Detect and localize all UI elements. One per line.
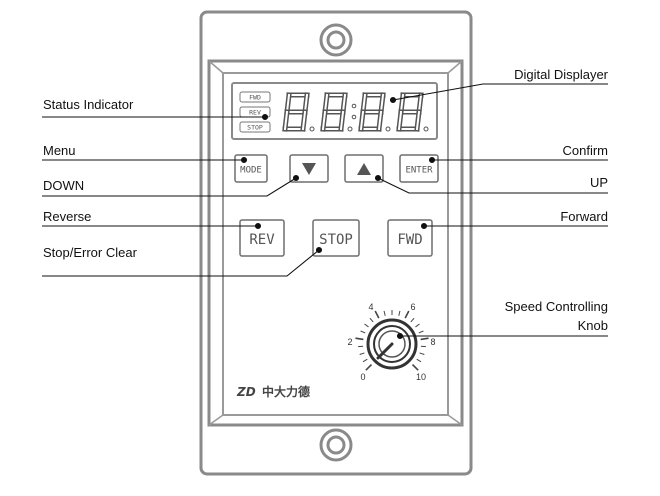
decimal-point: [385, 126, 391, 132]
dial-tick-marks: [355, 310, 429, 371]
down-arrow-icon: [302, 163, 316, 175]
enter-button-label: ENTER: [405, 166, 433, 176]
dial-number-2: 2: [347, 337, 352, 347]
mode-button-label: MODE: [240, 166, 262, 176]
callout-digital-displayer: Digital Displayer: [514, 67, 608, 82]
dial-tick: [404, 310, 410, 319]
colon-dot: [351, 114, 357, 120]
callout-status-indicator: Status Indicator: [43, 97, 134, 112]
dial-tick: [360, 330, 366, 334]
decimal-point: [423, 126, 429, 132]
dial-tick: [419, 352, 425, 355]
enter-button[interactable]: ENTER: [399, 154, 439, 183]
seven-segment-display: [282, 92, 429, 132]
top-mounting-hole: [319, 23, 353, 57]
dial-tick: [418, 330, 424, 334]
indicator-fwd: [239, 91, 271, 103]
dial-number-4: 4: [368, 302, 373, 312]
brand-logo-mark: ZD: [236, 385, 256, 399]
down-leader: [42, 177, 297, 197]
dial-tick: [362, 358, 368, 363]
callout-forward: Forward: [560, 209, 608, 224]
callout-speed-knob-line1: Speed Controlling: [504, 299, 608, 314]
callout-down: DOWN: [43, 178, 85, 193]
seven-segment-digit: [320, 92, 353, 132]
fwd-button[interactable]: FWD: [387, 219, 433, 257]
seven-segment-digit: [358, 92, 391, 132]
brand-logo: ZD 中大力德: [236, 384, 310, 399]
dial-number-10: 10: [416, 372, 426, 382]
indicator-stop: [239, 121, 271, 133]
digital-displayer-leader: [392, 83, 608, 101]
indicator-stop-label: STOP: [247, 124, 263, 132]
callout-up: UP: [589, 175, 608, 190]
indicator-fwd-label: FWD: [249, 94, 261, 102]
dial-number-8: 8: [430, 337, 435, 347]
fwd-button-label: FWD: [397, 232, 422, 248]
decimal-point: [347, 126, 353, 132]
dial-tick: [411, 363, 419, 371]
stop-button-label: STOP: [319, 232, 353, 248]
bottom-mounting-hole: [319, 428, 353, 462]
callout-confirm: Confirm: [562, 143, 608, 158]
up-button[interactable]: [344, 154, 384, 183]
rev-button[interactable]: REV: [239, 219, 285, 257]
dial-number-6: 6: [410, 302, 415, 312]
down-button[interactable]: [289, 154, 329, 183]
dial-number-0: 0: [360, 372, 365, 382]
seven-segment-digit: [282, 92, 315, 132]
speed-knob[interactable]: [366, 318, 418, 370]
speed-knob-dial: 0 2 4 6 8 10: [347, 302, 435, 382]
dial-tick: [359, 352, 365, 355]
up-leader: [377, 177, 608, 194]
callout-speed-knob-line2: Knob: [577, 318, 608, 333]
colon-dot: [351, 103, 357, 109]
callout-reverse: Reverse: [43, 209, 92, 224]
dial-tick: [410, 317, 415, 323]
callout-stop-error-clear: Stop/Error Clear: [43, 245, 137, 260]
stop-button[interactable]: STOP: [312, 219, 360, 257]
rev-button-label: REV: [249, 232, 275, 248]
callout-menu: Menu: [43, 143, 76, 158]
dial-tick: [420, 337, 429, 341]
brand-name: 中大力德: [262, 384, 310, 399]
dial-tick: [374, 310, 380, 319]
dial-tick: [365, 363, 373, 371]
dial-tick: [369, 317, 374, 323]
dial-tick: [416, 358, 422, 363]
dial-tick: [355, 337, 364, 341]
stop-error-clear-leader: [42, 249, 320, 277]
dial-tick: [398, 310, 401, 316]
status-indicators: FWD REV STOP: [239, 91, 271, 133]
dial-tick: [415, 323, 420, 328]
knob-pointer: [376, 342, 394, 360]
indicator-rev-label: REV: [249, 109, 261, 117]
callout-lines: [42, 83, 608, 340]
mode-button[interactable]: MODE: [234, 154, 268, 183]
dial-tick: [383, 310, 386, 316]
decimal-point: [309, 126, 315, 132]
up-arrow-icon: [357, 163, 371, 175]
dial-tick: [364, 323, 369, 328]
